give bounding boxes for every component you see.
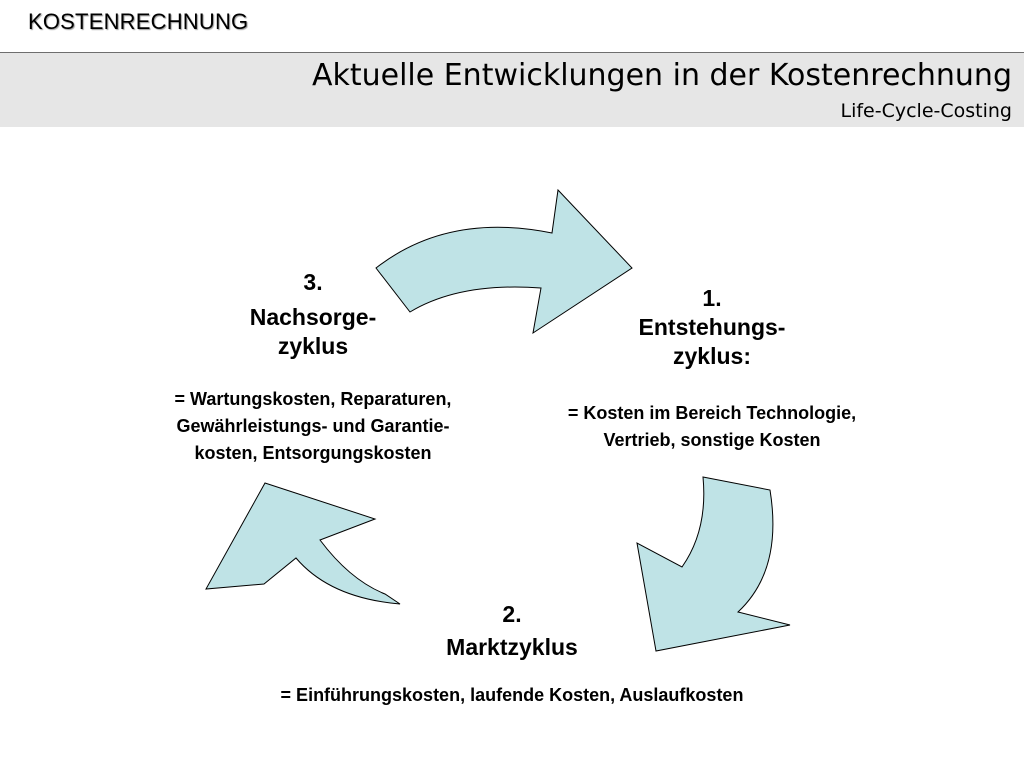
phase-1-description-line-2: Vertrieb, sonstige Kosten — [603, 430, 821, 450]
phase-3-title: Nachsorge- zyklus — [213, 303, 413, 361]
phase-2-title-line-1: Marktzyklus — [446, 634, 578, 660]
brand-label: KOSTENRECHNUNG — [28, 9, 249, 34]
phase-2-title: Marktzyklus — [412, 633, 612, 662]
arrow-nachsorge-to-entstehung — [375, 188, 633, 335]
header-divider — [0, 52, 1024, 53]
slide-subtitle: Life-Cycle-Costing — [840, 100, 1012, 122]
phase-1-title: Entstehungs- zyklus: — [612, 313, 812, 371]
phase-1-title-line-1: Entstehungs- — [638, 314, 786, 340]
phase-2-description-line-1: = Einführungskosten, laufende Kosten, Au… — [280, 685, 744, 705]
phase-3-description: = Wartungskosten, Reparaturen, Gewährlei… — [113, 386, 513, 467]
phase-3-description-line-1: = Wartungskosten, Reparaturen, — [174, 389, 452, 409]
header-band — [0, 53, 1024, 127]
arrow-markt-to-nachsorge — [205, 482, 401, 605]
phase-3-title-line-1: Nachsorge- — [249, 304, 377, 330]
phase-3-description-line-2: Gewährleistungs- und Garantie- — [176, 416, 450, 436]
phase-1-number: 1. — [702, 285, 722, 311]
phase-1-description: = Kosten im Bereich Technologie, Vertrie… — [512, 400, 912, 454]
slide-title: Aktuelle Entwicklungen in der Kostenrech… — [311, 58, 1012, 93]
arrow-entstehung-to-markt — [636, 476, 791, 652]
phase-2-number: 2. — [502, 601, 522, 627]
phase-3-description-line-3: kosten, Entsorgungskosten — [194, 443, 432, 463]
phase-3-number: 3. — [303, 269, 323, 295]
phase-2-description: = Einführungskosten, laufende Kosten, Au… — [162, 682, 862, 709]
phase-1-description-line-1: = Kosten im Bereich Technologie, — [567, 403, 857, 423]
phase-3-title-line-2: zyklus — [277, 333, 349, 359]
phase-1-title-line-2: zyklus: — [673, 343, 751, 369]
